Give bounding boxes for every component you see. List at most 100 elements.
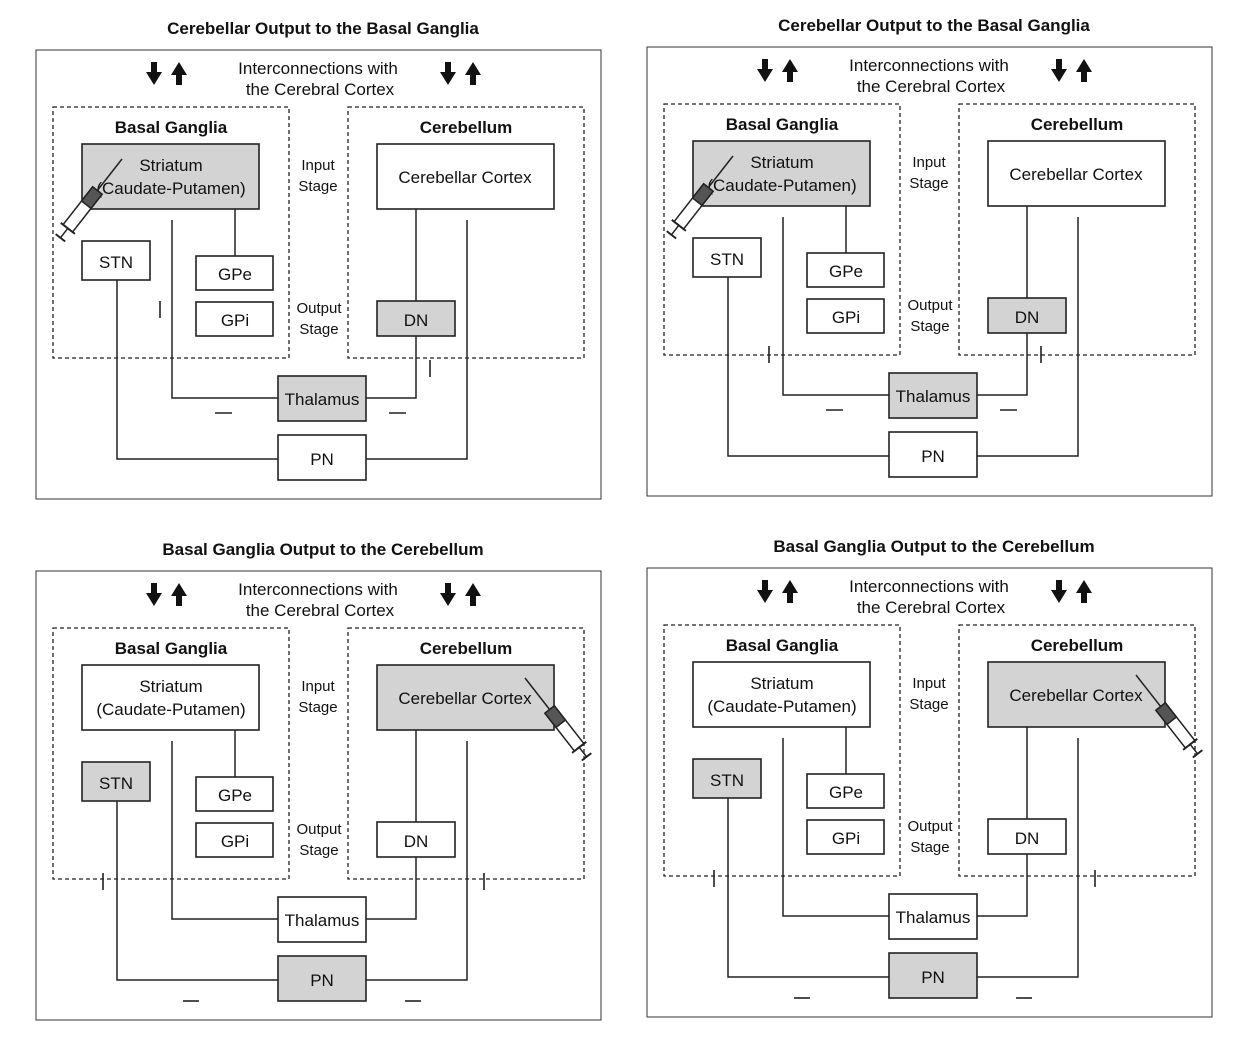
interconnections-label-2: the Cerebral Cortex bbox=[857, 598, 1006, 617]
gpi-box bbox=[806, 819, 885, 855]
interconnections-label: Interconnections with bbox=[849, 56, 1009, 75]
cerebellum-group bbox=[958, 103, 1196, 356]
stn-pn-connection bbox=[727, 277, 889, 457]
arrow-up-icon bbox=[782, 580, 798, 603]
striatum-label: Striatum bbox=[139, 156, 202, 175]
stn-box bbox=[81, 761, 151, 802]
arrow-down-icon bbox=[757, 59, 773, 82]
thalamus-label: Thalamus bbox=[285, 390, 360, 409]
interconnections-label: Interconnections with bbox=[238, 580, 398, 599]
cerebellar-cortex-box bbox=[376, 143, 555, 210]
gpi-label: GPi bbox=[832, 829, 860, 848]
dn-box bbox=[376, 300, 456, 337]
thalamus-label: Thalamus bbox=[896, 908, 971, 927]
input-stage-label-2: Stage bbox=[298, 178, 337, 195]
stn-label: STN bbox=[710, 250, 744, 269]
cerebellar-cortex-box bbox=[376, 664, 555, 731]
basal-ganglia-group bbox=[663, 624, 901, 877]
output-stage-label: Output bbox=[296, 300, 342, 317]
basal-ganglia-label: Basal Ganglia bbox=[726, 636, 839, 655]
arrow-down-icon bbox=[1051, 59, 1067, 82]
pn-label: PN bbox=[921, 447, 945, 466]
gpi-label: GPi bbox=[221, 832, 249, 851]
arrow-down-icon bbox=[757, 580, 773, 603]
pn-cerebellum-connection bbox=[366, 741, 468, 981]
panel-title: Basal Ganglia Output to the Cerebellum bbox=[773, 537, 1094, 556]
dn-label: DN bbox=[404, 832, 429, 851]
arrow-up-icon bbox=[465, 583, 481, 606]
cerebellar-cortex-label: Cerebellar Cortex bbox=[398, 689, 532, 708]
panel-4: Basal Ganglia Output to the CerebellumIn… bbox=[646, 537, 1213, 1018]
panel-title: Cerebellar Output to the Basal Ganglia bbox=[778, 16, 1090, 35]
cerebellar-cortex-box bbox=[987, 140, 1166, 207]
arrow-down-icon bbox=[440, 62, 456, 85]
output-stage-label-2: Stage bbox=[299, 321, 338, 338]
arrow-up-icon bbox=[171, 62, 187, 85]
panel-2: Cerebellar Output to the Basal GangliaIn… bbox=[646, 16, 1213, 497]
panel-title: Cerebellar Output to the Basal Ganglia bbox=[167, 19, 479, 38]
stn-box bbox=[81, 240, 151, 281]
dn-label: DN bbox=[1015, 829, 1040, 848]
pn-cerebellum-connection bbox=[366, 220, 468, 460]
thalamus-label: Thalamus bbox=[896, 387, 971, 406]
arrow-down-icon bbox=[440, 583, 456, 606]
basal-ganglia-label: Basal Ganglia bbox=[115, 118, 228, 137]
input-stage-label-2: Stage bbox=[909, 175, 948, 192]
panel-title: Basal Ganglia Output to the Cerebellum bbox=[162, 540, 483, 559]
cerebellar-cortex-label: Cerebellar Cortex bbox=[398, 168, 532, 187]
pn-box bbox=[277, 434, 367, 481]
syringe-icon bbox=[1135, 674, 1203, 759]
stn-box bbox=[692, 237, 762, 278]
striatum-label-2: (Caudate-Putamen) bbox=[96, 700, 245, 719]
thalamus-box bbox=[888, 893, 978, 940]
cerebellar-cortex-label: Cerebellar Cortex bbox=[1009, 686, 1143, 705]
arrow-up-icon bbox=[1076, 580, 1092, 603]
dn-box bbox=[987, 297, 1067, 334]
pn-label: PN bbox=[921, 968, 945, 987]
input-stage-label-2: Stage bbox=[909, 696, 948, 713]
gpi-label: GPi bbox=[832, 308, 860, 327]
gpi-box bbox=[806, 298, 885, 334]
dn-thalamus-connection bbox=[366, 336, 417, 399]
arrow-down-icon bbox=[146, 583, 162, 606]
output-stage-label-2: Stage bbox=[910, 318, 949, 335]
basal-ganglia-group bbox=[52, 627, 290, 880]
striatum-thalamus-connection bbox=[782, 217, 889, 396]
output-stage-label: Output bbox=[296, 821, 342, 838]
gpe-box bbox=[806, 773, 885, 809]
pn-cerebellum-connection bbox=[977, 738, 1079, 978]
basal-ganglia-group bbox=[52, 106, 290, 359]
gpe-label: GPe bbox=[829, 262, 863, 281]
interconnections-label: Interconnections with bbox=[238, 59, 398, 78]
output-stage-label-2: Stage bbox=[299, 842, 338, 859]
pn-cerebellum-connection bbox=[977, 217, 1079, 457]
dn-label: DN bbox=[404, 311, 429, 330]
input-stage-label: Input bbox=[912, 675, 946, 692]
cerebellum-label: Cerebellum bbox=[420, 118, 513, 137]
cerebellum-group bbox=[958, 624, 1196, 877]
syringe-icon bbox=[55, 158, 123, 243]
gpi-box bbox=[195, 301, 274, 337]
thalamus-box bbox=[888, 372, 978, 419]
arrow-up-icon bbox=[782, 59, 798, 82]
dn-thalamus-connection bbox=[977, 854, 1028, 917]
syringe-icon bbox=[524, 677, 592, 762]
cerebellum-label: Cerebellum bbox=[1031, 115, 1124, 134]
stn-label: STN bbox=[99, 253, 133, 272]
gpe-label: GPe bbox=[218, 786, 252, 805]
input-stage-label-2: Stage bbox=[298, 699, 337, 716]
input-stage-label: Input bbox=[301, 157, 335, 174]
thalamus-label: Thalamus bbox=[285, 911, 360, 930]
output-stage-label: Output bbox=[907, 818, 953, 835]
interconnections-label-2: the Cerebral Cortex bbox=[857, 77, 1006, 96]
dn-label: DN bbox=[1015, 308, 1040, 327]
striatum-box bbox=[692, 661, 871, 728]
striatum-label-2: (Caudate-Putamen) bbox=[707, 697, 856, 716]
interconnections-label-2: the Cerebral Cortex bbox=[246, 80, 395, 99]
pn-label: PN bbox=[310, 971, 334, 990]
striatum-label: Striatum bbox=[750, 674, 813, 693]
striatum-thalamus-connection bbox=[171, 741, 278, 920]
output-stage-label: Output bbox=[907, 297, 953, 314]
panel-3: Basal Ganglia Output to the CerebellumIn… bbox=[35, 540, 602, 1021]
panel-1: Cerebellar Output to the Basal GangliaIn… bbox=[35, 19, 602, 500]
